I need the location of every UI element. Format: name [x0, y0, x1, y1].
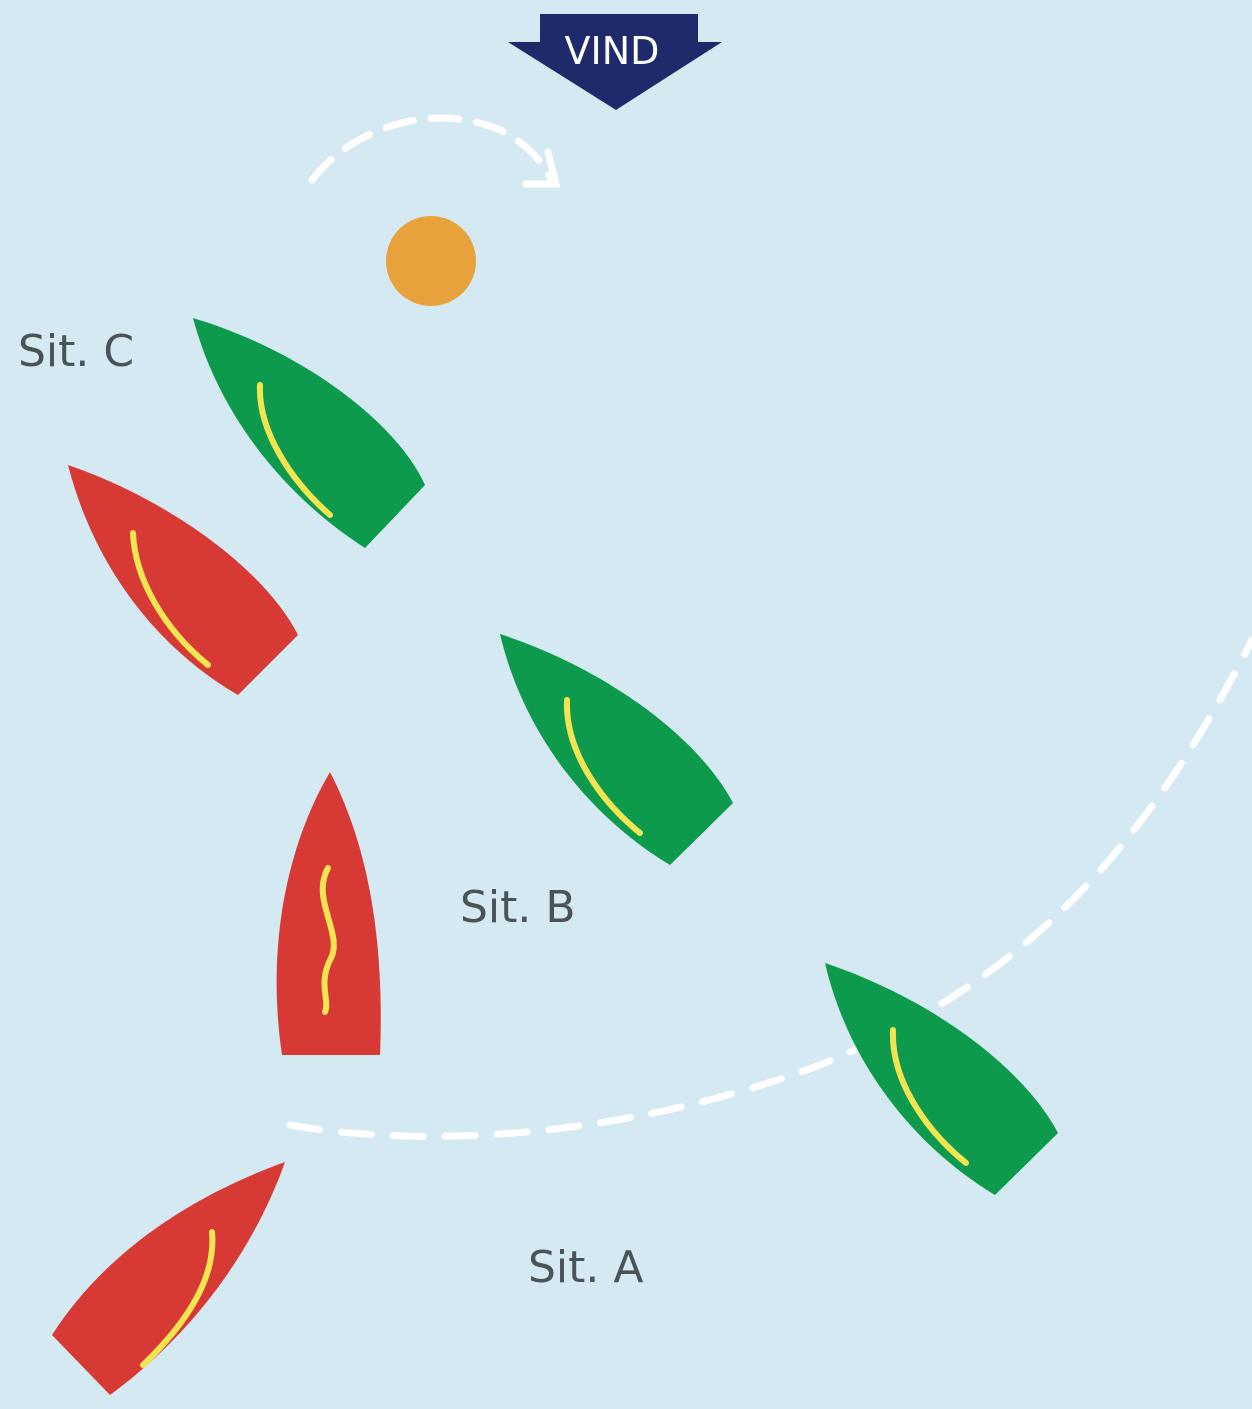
- mark-rounding-track: [308, 114, 556, 186]
- mark-rounding-arrowhead-icon: [522, 148, 561, 188]
- green-boat-track: [286, 636, 1252, 1140]
- green-boat-sit-a: [825, 963, 1058, 1195]
- label-sit-c: Sit. C: [18, 326, 134, 377]
- mark-buoy-icon: [386, 216, 476, 306]
- red-boat-sit-a: [52, 1162, 285, 1395]
- red-boat-sit-c: [68, 465, 298, 695]
- label-sit-a: Sit. A: [528, 1242, 643, 1293]
- wind-arrow: VIND: [508, 14, 722, 110]
- wind-label: VIND: [565, 29, 660, 73]
- green-boat-sit-b: [500, 634, 733, 865]
- label-sit-b: Sit. B: [460, 882, 576, 933]
- red-boat-sit-b: [276, 772, 381, 1055]
- green-boat-sit-c: [193, 318, 425, 548]
- wind-arrow-icon: [508, 14, 722, 110]
